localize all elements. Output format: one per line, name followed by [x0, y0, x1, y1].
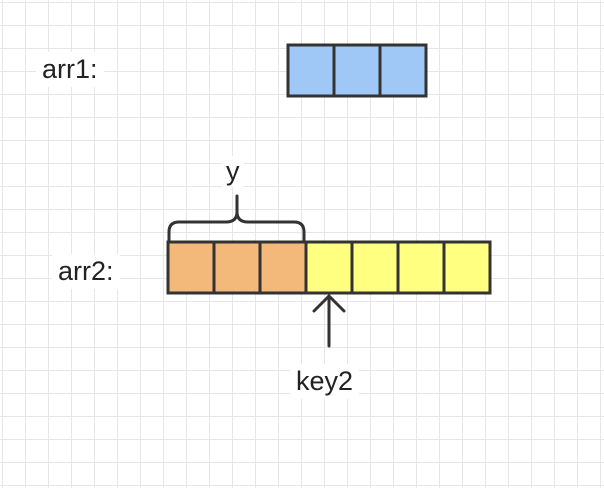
arr2-cell-5: [350, 240, 400, 295]
y-label: y: [222, 156, 244, 187]
arr1-cell-3: [378, 43, 428, 98]
arr2-cell-3: [258, 240, 308, 295]
arr2-cell-2: [212, 240, 262, 295]
arr2-cell-6: [396, 240, 446, 295]
arr1-label: arr1:: [36, 52, 104, 87]
arr1-cell-1: [286, 43, 336, 98]
arr1-cell-2: [332, 43, 382, 98]
arr2-cell-7: [442, 240, 492, 295]
key2-label: key2: [290, 364, 360, 399]
y-brace: [167, 194, 306, 244]
arr2-label: arr2:: [52, 254, 120, 289]
arr2-cell-4: [304, 240, 354, 295]
key2-arrow: [312, 294, 346, 348]
arr2-cell-1: [166, 240, 216, 295]
